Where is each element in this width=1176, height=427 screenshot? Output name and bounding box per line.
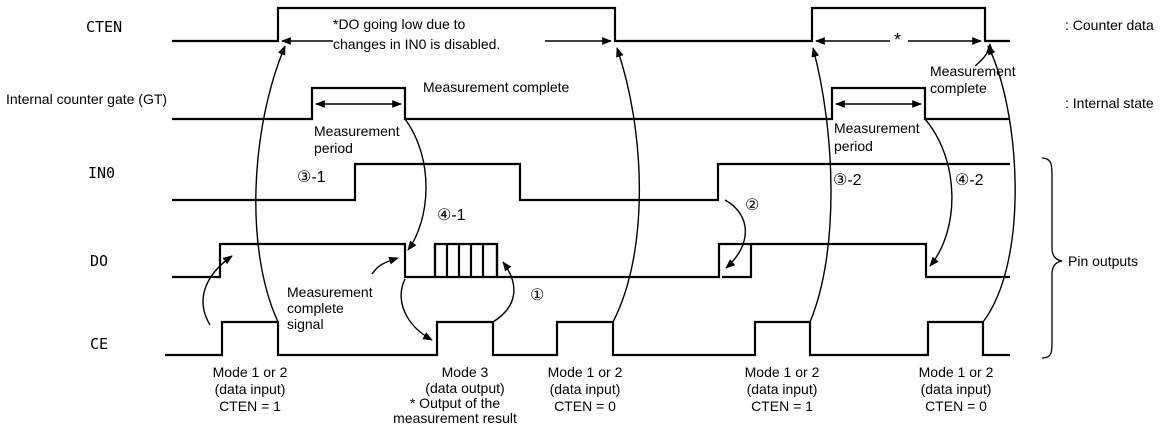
- marker-4-1: ④-1: [437, 207, 466, 224]
- mode-2-line-4: measurement result: [393, 410, 517, 426]
- mode-label-1: Mode 1 or 2 (data input) CTEN = 1: [213, 364, 288, 414]
- arrow-meas-complete-2: [974, 43, 994, 67]
- marker-3-2: ③-2: [833, 172, 862, 189]
- do-label: DO: [90, 252, 108, 270]
- counter-data-label: : Counter data: [1065, 17, 1154, 33]
- meas-complete-signal-b: complete: [287, 300, 344, 316]
- in0-label: IN0: [88, 164, 115, 182]
- meas-period-1a: Measurement: [314, 123, 400, 139]
- marker-2: ②: [745, 197, 759, 214]
- mode-3-line-3: CTEN = 0: [554, 398, 616, 414]
- marker-4-2: ④-2: [955, 172, 984, 189]
- mode-5-line-2: (data input): [921, 381, 992, 397]
- do-disabled-note-2: changes in IN0 is disabled.: [333, 36, 500, 52]
- marker-3-1: ③-1: [297, 169, 326, 186]
- meas-complete-2a: Measurement: [930, 63, 1016, 79]
- meas-period-2a: Measurement: [834, 120, 920, 136]
- arrow-gt-to-do-2: [924, 118, 953, 267]
- ce-waveform: [165, 320, 1010, 357]
- mode-label-5: Mode 1 or 2 (data input) CTEN = 0: [919, 364, 994, 414]
- arrow-do-to-ce3: [400, 278, 433, 341]
- arrow-gt-to-do: [404, 118, 427, 251]
- do-disabled-note-1: *DO going low due to: [333, 16, 466, 32]
- meas-period-1b: period: [314, 140, 353, 156]
- arrow-mcs-to-do: [371, 256, 399, 275]
- mode-4-line-3: CTEN = 1: [751, 398, 813, 414]
- mode-4-line-1: Mode 1 or 2: [745, 364, 820, 380]
- cten-waveform: [172, 6, 1010, 43]
- mode-2-line-2: (data output): [425, 380, 504, 396]
- pin-outputs-label: Pin outputs: [1068, 253, 1138, 269]
- arrow-ce1-to-do: [202, 255, 233, 326]
- in0-waveform: [172, 162, 1010, 202]
- arrow-ce1-to-cten: [255, 45, 286, 323]
- meas-complete-1: Measurement complete: [423, 79, 570, 95]
- mode-2-line-1: Mode 3: [442, 364, 489, 380]
- marker-1: ①: [530, 287, 544, 304]
- mode-3-line-2: (data input): [550, 381, 621, 397]
- mode-label-3: Mode 1 or 2 (data input) CTEN = 0: [548, 364, 623, 414]
- meas-complete-signal-c: signal: [287, 316, 324, 332]
- mode-1-line-3: CTEN = 1: [219, 398, 281, 414]
- ce-label: CE: [90, 335, 108, 353]
- arrow-ce3-to-do: [492, 261, 515, 323]
- mode-4-line-2: (data input): [747, 381, 818, 397]
- meas-complete-2b: complete: [930, 80, 987, 96]
- gt-label: Internal counter gate (GT): [6, 91, 167, 107]
- arrow-in0-to-do-2: [724, 199, 747, 269]
- arrow-ce-to-cten-low-2: [982, 45, 1016, 323]
- mode-label-2: Mode 3 (data output) * Output of the mea…: [393, 364, 517, 426]
- meas-period-2b: period: [834, 138, 873, 154]
- internal-state-label: : Internal state: [1065, 95, 1154, 111]
- mode-1-line-1: Mode 1 or 2: [213, 364, 288, 380]
- arrow-ce-to-cten-high: [809, 47, 832, 323]
- mode-3-line-1: Mode 1 or 2: [548, 364, 623, 380]
- mode-5-line-3: CTEN = 0: [925, 398, 987, 414]
- mode-label-4: Mode 1 or 2 (data input) CTEN = 1: [745, 364, 820, 414]
- meas-complete-signal-a: Measurement: [287, 284, 373, 300]
- mode-1-line-2: (data input): [215, 381, 286, 397]
- pin-outputs-brace: [1041, 157, 1063, 359]
- mode-5-line-1: Mode 1 or 2: [919, 364, 994, 380]
- star-note: *: [894, 30, 901, 50]
- gt-waveform: [172, 86, 1010, 121]
- arrow-ce-to-cten-low: [612, 47, 641, 323]
- do-data-pulses: [433, 244, 499, 279]
- cten-label: CTEN: [86, 18, 122, 36]
- do-waveform: [172, 242, 1010, 279]
- mode-2-line-3: * Output of the: [410, 395, 500, 411]
